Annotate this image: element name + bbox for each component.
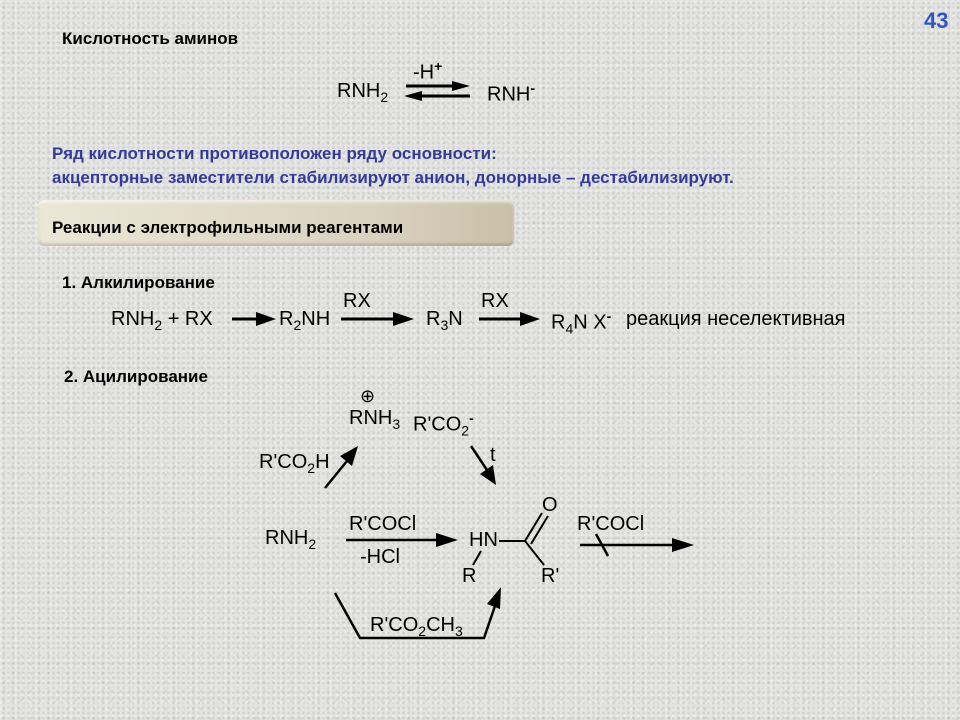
positive-charge-symbol: ⊕ <box>360 386 376 406</box>
acylation-amine: RNH2 <box>265 527 317 552</box>
heating-arrow-head <box>480 465 496 485</box>
n-r-bond <box>472 550 482 566</box>
acyl-chloride-reagent-2: R'COCl <box>577 513 645 535</box>
methyl-ester: R'CO2CH3 <box>370 614 463 639</box>
c-r-prime-bond <box>524 540 545 566</box>
blocked-arrow-strike <box>594 533 610 557</box>
section-banner-label: Реакции с электрофильными реагентами <box>52 218 404 237</box>
alkylation-secondary-amine: R2NH <box>279 308 331 333</box>
acylation-heading: 2. Ацилирование <box>64 367 208 386</box>
hcl-byproduct: -HCl <box>360 546 400 568</box>
alkylation-quaternary-salt: R4N X- <box>551 308 612 337</box>
c-o-double-bond-b <box>530 515 549 545</box>
alkylation-arrows <box>232 312 540 326</box>
amide-oxygen: O <box>542 494 558 516</box>
alkylation-arrow-1-head <box>256 312 276 326</box>
section-banner <box>38 200 514 246</box>
forward-arrowhead <box>452 81 470 91</box>
amide-nh: HN <box>469 529 498 551</box>
alkylation-remark: реакция неселективная <box>626 308 846 330</box>
alkylation-reagent-2: RX <box>481 290 509 312</box>
salt-formation-arrow-head <box>340 446 358 466</box>
ester-route-head <box>487 587 501 609</box>
acidity-note-line2: акцепторные заместители стабилизируют ан… <box>52 168 734 187</box>
acylation-main-arrow-head <box>436 533 458 547</box>
heat-label: t <box>490 444 496 466</box>
salt-formation-arrow-line <box>324 460 348 489</box>
alkylation-heading: 1. Алкилирование <box>62 273 215 292</box>
amide-r-prime: R' <box>541 565 560 587</box>
ester-route-line <box>333 592 497 640</box>
carboxylic-acid: R'CO2H <box>259 451 330 476</box>
alkylation-tertiary-amine: R3N <box>426 308 463 333</box>
acidity-note-line1: Ряд кислотности противоположен ряду осно… <box>52 144 497 163</box>
blocked-arrow-head <box>672 538 694 552</box>
alkylation-reagent-1: RX <box>343 290 371 312</box>
page-title: Кислотность аминов <box>62 29 239 48</box>
acidity-reagent: -H+ <box>413 58 443 84</box>
alkylation-arrow-3-head <box>520 312 540 326</box>
heating-arrow-line <box>469 445 489 471</box>
reverse-arrowhead <box>404 91 422 101</box>
acylation-arrows <box>324 445 694 640</box>
alkylation-start: RNH2 + RX <box>111 308 213 333</box>
equilibrium-arrows <box>404 81 470 101</box>
alkylation-arrow-2-head <box>393 312 414 326</box>
acidity-reactant: RNH2 <box>337 80 389 105</box>
amide-r: R <box>462 565 477 587</box>
ammonium-cation: RNH3 <box>349 407 401 432</box>
acidity-product: RNH- <box>487 80 536 106</box>
page-number: 43 <box>924 8 949 33</box>
c-o-double-bond-a <box>524 512 543 542</box>
carboxylate-anion: R'CO2- <box>413 410 474 439</box>
acyl-chloride-reagent: R'COCl <box>349 513 417 535</box>
amide-bonds <box>472 512 549 566</box>
